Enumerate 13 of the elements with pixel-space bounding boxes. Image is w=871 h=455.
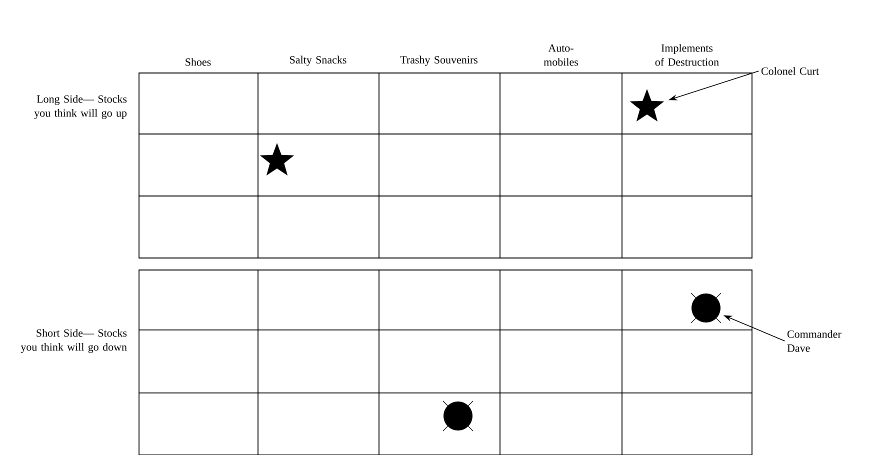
- crossed-circle-marker: [442, 400, 474, 432]
- column-header: Salty Snacks: [290, 56, 346, 66]
- star-marker: [260, 143, 294, 176]
- star-marker: [630, 89, 664, 122]
- row-label: Short Side— Stocks you think will go down: [20, 329, 127, 353]
- row-label: Long Side— Stocks you think will go up: [34, 95, 127, 119]
- column-header: Trashy Souvenirs: [400, 56, 478, 66]
- column-header: Shoes: [186, 58, 211, 66]
- crossed-circle-marker: [690, 292, 722, 324]
- callout-label: Colonel Curt: [761, 67, 819, 75]
- callout-label: Commander Dave: [787, 330, 842, 352]
- column-header: Implements of Destruction: [655, 44, 719, 66]
- column-header: Auto- mobiles: [544, 44, 578, 66]
